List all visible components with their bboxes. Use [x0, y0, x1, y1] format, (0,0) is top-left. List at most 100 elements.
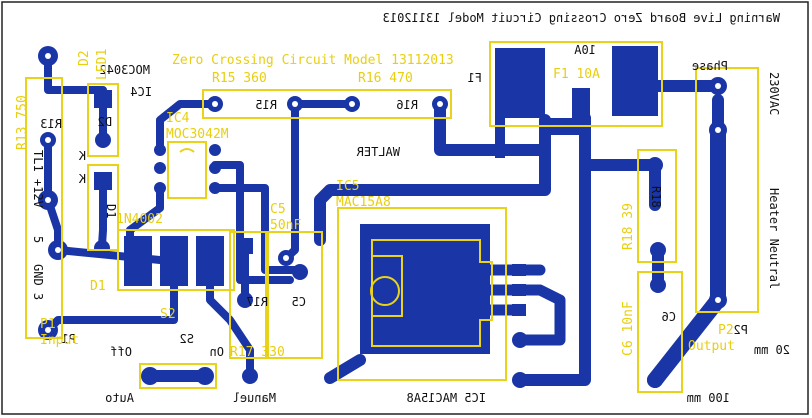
silk-r16-label: R16 470: [358, 71, 413, 86]
phase-pour: [495, 48, 590, 158]
heater-neutral-label: Heater Neutral: [767, 188, 781, 289]
pad-triac-1: [512, 264, 526, 276]
silk-r18: [637, 149, 677, 263]
triac-body: [370, 239, 493, 347]
silk-p1-label: P1: [40, 317, 56, 332]
pad-c6-left-mid: [512, 332, 528, 348]
r16-label: R16: [396, 98, 418, 112]
silk-f1-label: F1 10A: [553, 67, 600, 82]
pad-ic4-3: [154, 182, 166, 194]
switch-pad-3: [196, 236, 224, 286]
silk-terminal: [695, 67, 759, 313]
board-title: Warning Live Board Zero Crossing Circuit…: [383, 11, 780, 25]
pad-r13-bottom: [40, 132, 56, 148]
silk-mac15a8-label: MAC15A8: [336, 195, 391, 210]
pad-d2: [94, 90, 112, 108]
trace-r15-left: [156, 100, 219, 154]
pad-bottom-r17: [242, 368, 258, 384]
d1-label: D1: [104, 204, 118, 218]
p1-label: P1: [62, 332, 76, 346]
silk-ic4: [167, 141, 207, 199]
r15-label: R15: [255, 98, 277, 112]
silk-r17: [229, 231, 267, 359]
triac-tab-pad: [360, 224, 490, 354]
pad-d2-b: [95, 132, 111, 148]
on-label: On: [210, 345, 224, 359]
pad-p1-top: [38, 190, 58, 210]
pad-r17-bottom: [237, 292, 253, 308]
silk-ic5-label: IC5: [336, 179, 359, 194]
silk-bottom-switch: [139, 363, 217, 389]
pad-output: [709, 291, 727, 309]
silk-c5-label: C5: [270, 202, 286, 217]
pin5-label: 5: [31, 236, 45, 243]
switch-pad-1: [124, 236, 152, 286]
silk-d2: [87, 83, 119, 157]
c5-label: C5: [292, 295, 306, 309]
c6-label: C6: [662, 310, 676, 324]
silk-r13-label: R13 750: [15, 95, 30, 150]
pad-ic4-1: [154, 144, 166, 156]
pad-ic4-6: [209, 182, 221, 194]
manuel-label: Manuel: [233, 391, 276, 405]
pad-p1-mid: [48, 240, 68, 260]
ic4-ref-label: IC4: [130, 85, 152, 99]
gnd-label: GND 3: [31, 264, 45, 300]
pad-ic4-5: [209, 162, 221, 174]
off-label: Off: [110, 345, 132, 359]
silk-c6-label: C6 10nF: [621, 301, 636, 356]
walter-label: WALTER: [356, 145, 400, 159]
pads: [38, 46, 727, 388]
black-labels: Warning Live Board Zero Crossing Circuit…: [31, 11, 790, 405]
silk-r15-r16: [202, 89, 452, 119]
tl1-label: TL1 +12V: [31, 150, 45, 208]
silk-c6: [637, 271, 683, 393]
silk-d1-label: D1: [90, 279, 106, 294]
p2-label: P2: [734, 323, 748, 337]
k-label-2: K: [78, 172, 86, 186]
ic5-bottom-label: IC5 MAC15A8: [407, 391, 486, 405]
pad-r18-top: [647, 157, 663, 173]
trace-d1: [98, 176, 107, 249]
pad-triac-3: [512, 304, 526, 316]
phase-label: Phase: [692, 59, 728, 73]
pad-c6-top: [650, 277, 666, 293]
r17-label: R17: [246, 295, 268, 309]
silk-d2-label: D2: [77, 50, 92, 66]
pad-r15-b: [287, 96, 303, 112]
pad-top-left: [38, 46, 58, 66]
trace-right-vertical: [514, 112, 591, 386]
silk-led1-label: LED1: [95, 49, 110, 80]
silk-r15-label: R15 360: [212, 71, 267, 86]
pad-phase: [709, 77, 727, 95]
pad-neutral: [709, 121, 727, 139]
pad-c6-left: [512, 372, 528, 388]
pad-r17-top: [237, 238, 253, 254]
f1-label: F1: [468, 71, 482, 85]
silk-d1: [87, 164, 119, 251]
ic4-model-label: MOC3042: [99, 63, 150, 77]
r13-label: R13: [40, 117, 62, 131]
silk-ic4-label: IC4: [166, 111, 190, 126]
pad-bottom-left: [141, 367, 159, 385]
auto-label: Auto: [105, 391, 134, 405]
silk-c5-val: 50nF: [270, 218, 301, 233]
mm100-label: 100 mm: [687, 391, 730, 405]
pad-r15-a: [207, 96, 223, 112]
silk-ic5: [337, 207, 507, 381]
pad-ic4-2: [154, 162, 166, 174]
silk-r18-label: R18 39: [621, 203, 636, 250]
silk-switch: [117, 229, 235, 291]
silk-r17-label: R17 330: [230, 345, 285, 360]
230vac-label: 230VAC: [767, 72, 781, 115]
ic4-notch: [179, 148, 195, 153]
d2-label: D2: [98, 115, 112, 129]
silk-moc-label: MOC3042M: [166, 127, 229, 142]
silk-subtitle: Zero Crossing Circuit Model 13112013: [172, 53, 454, 68]
k-label-1: K: [78, 149, 86, 163]
silk-s2-label: S2: [160, 307, 176, 322]
pad-ic4-4: [209, 144, 221, 156]
pad-d1-bottom: [94, 240, 110, 256]
switch-pad-2: [160, 236, 188, 286]
